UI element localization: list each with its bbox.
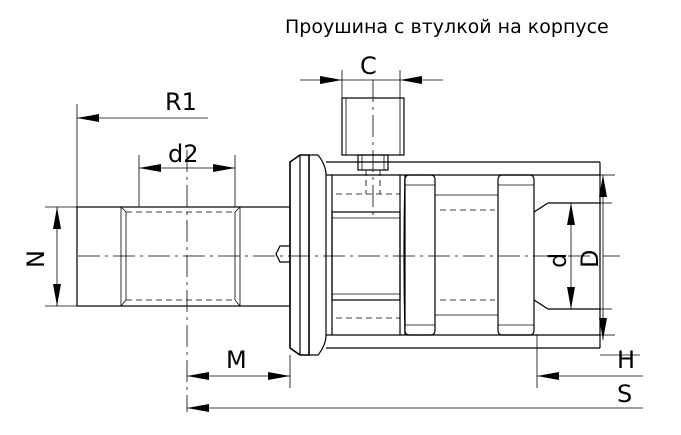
label-d-upper: D — [576, 250, 604, 268]
label-s: S — [617, 380, 632, 408]
center-lines — [78, 80, 620, 412]
drawing-title: Проушина с втулкой на корпусе — [285, 16, 609, 38]
dimension-c: C — [300, 52, 443, 98]
dimension-d2: d2 — [138, 140, 236, 207]
label-d: d — [544, 253, 572, 268]
label-d2: d2 — [168, 140, 199, 168]
label-r1: R1 — [165, 88, 197, 116]
dimension-m: M — [187, 346, 291, 388]
eye-body — [76, 206, 291, 307]
dimension-r1: R1 — [76, 88, 208, 207]
label-n: N — [22, 250, 50, 268]
mounting-flange — [289, 154, 332, 356]
dimension-s: S — [187, 380, 643, 412]
dimension-h: H — [536, 335, 643, 388]
label-m: M — [226, 346, 247, 374]
dimension-d-small: d — [544, 202, 612, 310]
dimension-d-large: D — [576, 174, 615, 340]
cylinder-body — [326, 161, 601, 349]
dimension-n: N — [22, 206, 77, 307]
label-h: H — [617, 346, 635, 374]
label-c: C — [360, 52, 377, 80]
